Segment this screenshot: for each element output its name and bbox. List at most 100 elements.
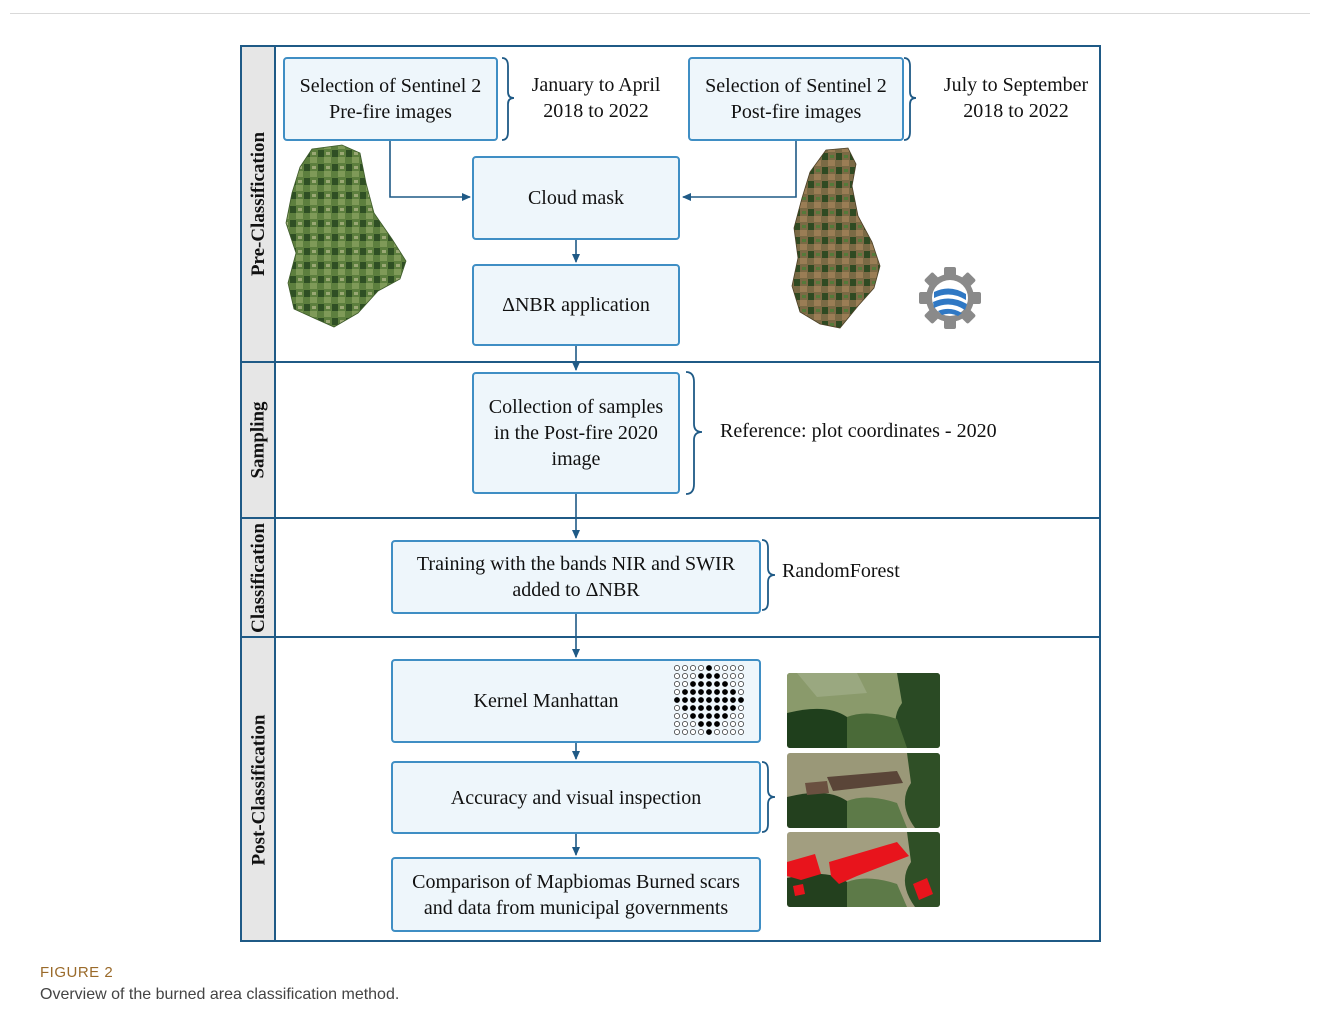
kernel-dot bbox=[706, 665, 712, 671]
kernel-dot bbox=[698, 705, 704, 711]
kernel-dot bbox=[730, 713, 736, 719]
kernel-dot bbox=[690, 673, 696, 679]
kernel-dot bbox=[714, 697, 720, 703]
kernel-dot bbox=[714, 665, 720, 671]
kernel-dot bbox=[738, 705, 744, 711]
post-fire-period-note: July to September 2018 to 2022 bbox=[943, 74, 1089, 122]
section-divider bbox=[242, 636, 1099, 638]
classifier-note: RandomForest bbox=[782, 560, 900, 582]
pre-fire-period-note: January to April 2018 to 2022 bbox=[531, 74, 661, 122]
reference-note: Reference: plot coordinates - 2020 bbox=[720, 420, 997, 442]
kernel-dot bbox=[690, 705, 696, 711]
kernel-dot bbox=[682, 665, 688, 671]
kernel-dot bbox=[674, 689, 680, 695]
figure-caption: Overview of the burned area classificati… bbox=[40, 986, 400, 1003]
kernel-dot bbox=[698, 689, 704, 695]
kernel-dot bbox=[698, 697, 704, 703]
kernel-dot bbox=[730, 689, 736, 695]
kernel-dot bbox=[690, 665, 696, 671]
kernel-dot bbox=[722, 705, 728, 711]
kernel-dot bbox=[738, 673, 744, 679]
kernel-dot bbox=[690, 681, 696, 687]
imagery-thumbnail-3 bbox=[787, 832, 940, 907]
kernel-dot bbox=[730, 665, 736, 671]
training-box: Training with the bands NIR and SWIR add… bbox=[391, 540, 761, 614]
kernel-dot bbox=[674, 665, 680, 671]
kernel-dot bbox=[690, 713, 696, 719]
kernel-dot bbox=[674, 705, 680, 711]
kernel-dot bbox=[714, 713, 720, 719]
kernel-dot bbox=[714, 689, 720, 695]
kernel-dot bbox=[738, 681, 744, 687]
kernel-dot bbox=[698, 729, 704, 735]
kernel-dot bbox=[730, 681, 736, 687]
kernel-dot bbox=[698, 673, 704, 679]
google-earth-engine-icon bbox=[919, 267, 981, 329]
section-label-column bbox=[242, 47, 276, 940]
kernel-dot bbox=[722, 665, 728, 671]
kernel-dot bbox=[730, 729, 736, 735]
kernel-dot bbox=[722, 681, 728, 687]
kernel-dot bbox=[738, 665, 744, 671]
imagery-thumbnail-1 bbox=[787, 673, 940, 748]
top-rule bbox=[10, 13, 1310, 14]
kernel-dot bbox=[682, 705, 688, 711]
pre-fire-selection-box: Selection of Sentinel 2 Pre-fire images bbox=[283, 57, 498, 141]
diagram-frame: Pre-Classification Sampling Classificati… bbox=[240, 45, 1101, 942]
kernel-dot bbox=[706, 689, 712, 695]
kernel-dot bbox=[690, 729, 696, 735]
kernel-dot bbox=[730, 721, 736, 727]
kernel-dot bbox=[706, 713, 712, 719]
kernel-dot bbox=[674, 721, 680, 727]
kernel-dot bbox=[674, 697, 680, 703]
post-fire-selection-box: Selection of Sentinel 2 Post-fire images bbox=[688, 57, 904, 141]
kernel-dot bbox=[722, 729, 728, 735]
kernel-dot bbox=[682, 697, 688, 703]
kernel-dot bbox=[730, 705, 736, 711]
kernel-dot bbox=[722, 697, 728, 703]
kernel-dot bbox=[706, 721, 712, 727]
kernel-dot bbox=[714, 673, 720, 679]
cloud-mask-box: Cloud mask bbox=[472, 156, 680, 240]
kernel-dot bbox=[722, 721, 728, 727]
kernel-dot bbox=[682, 681, 688, 687]
post-fire-map-image bbox=[791, 147, 881, 329]
kernel-dot bbox=[690, 689, 696, 695]
kernel-dot bbox=[690, 697, 696, 703]
manhattan-kernel-icon bbox=[674, 665, 744, 735]
kernel-dot bbox=[730, 673, 736, 679]
brace-pre-period bbox=[501, 57, 515, 141]
kernel-dot bbox=[690, 721, 696, 727]
kernel-dot bbox=[698, 681, 704, 687]
dnbr-application-box: ΔNBR application bbox=[472, 264, 680, 346]
kernel-dot bbox=[706, 729, 712, 735]
comparison-box: Comparison of Mapbiomas Burned scars and… bbox=[391, 857, 761, 932]
kernel-dot bbox=[706, 697, 712, 703]
kernel-dot bbox=[674, 713, 680, 719]
kernel-dot bbox=[706, 705, 712, 711]
kernel-dot bbox=[682, 721, 688, 727]
kernel-dot bbox=[706, 673, 712, 679]
kernel-dot bbox=[698, 721, 704, 727]
kernel-dot bbox=[674, 673, 680, 679]
pre-fire-map-image bbox=[285, 144, 407, 328]
figure-label: FIGURE 2 bbox=[40, 964, 114, 981]
kernel-dot bbox=[738, 721, 744, 727]
kernel-dot bbox=[730, 697, 736, 703]
kernel-dot bbox=[722, 673, 728, 679]
kernel-dot bbox=[698, 713, 704, 719]
kernel-dot bbox=[722, 713, 728, 719]
kernel-dot bbox=[714, 729, 720, 735]
kernel-dot bbox=[738, 697, 744, 703]
brace-accuracy bbox=[761, 761, 776, 833]
kernel-dot bbox=[738, 689, 744, 695]
kernel-dot bbox=[738, 713, 744, 719]
kernel-dot bbox=[714, 721, 720, 727]
kernel-dot bbox=[714, 681, 720, 687]
kernel-dot bbox=[706, 681, 712, 687]
kernel-dot bbox=[714, 705, 720, 711]
section-divider bbox=[242, 517, 1099, 519]
section-divider bbox=[242, 361, 1099, 363]
brace-classifier bbox=[761, 539, 776, 611]
